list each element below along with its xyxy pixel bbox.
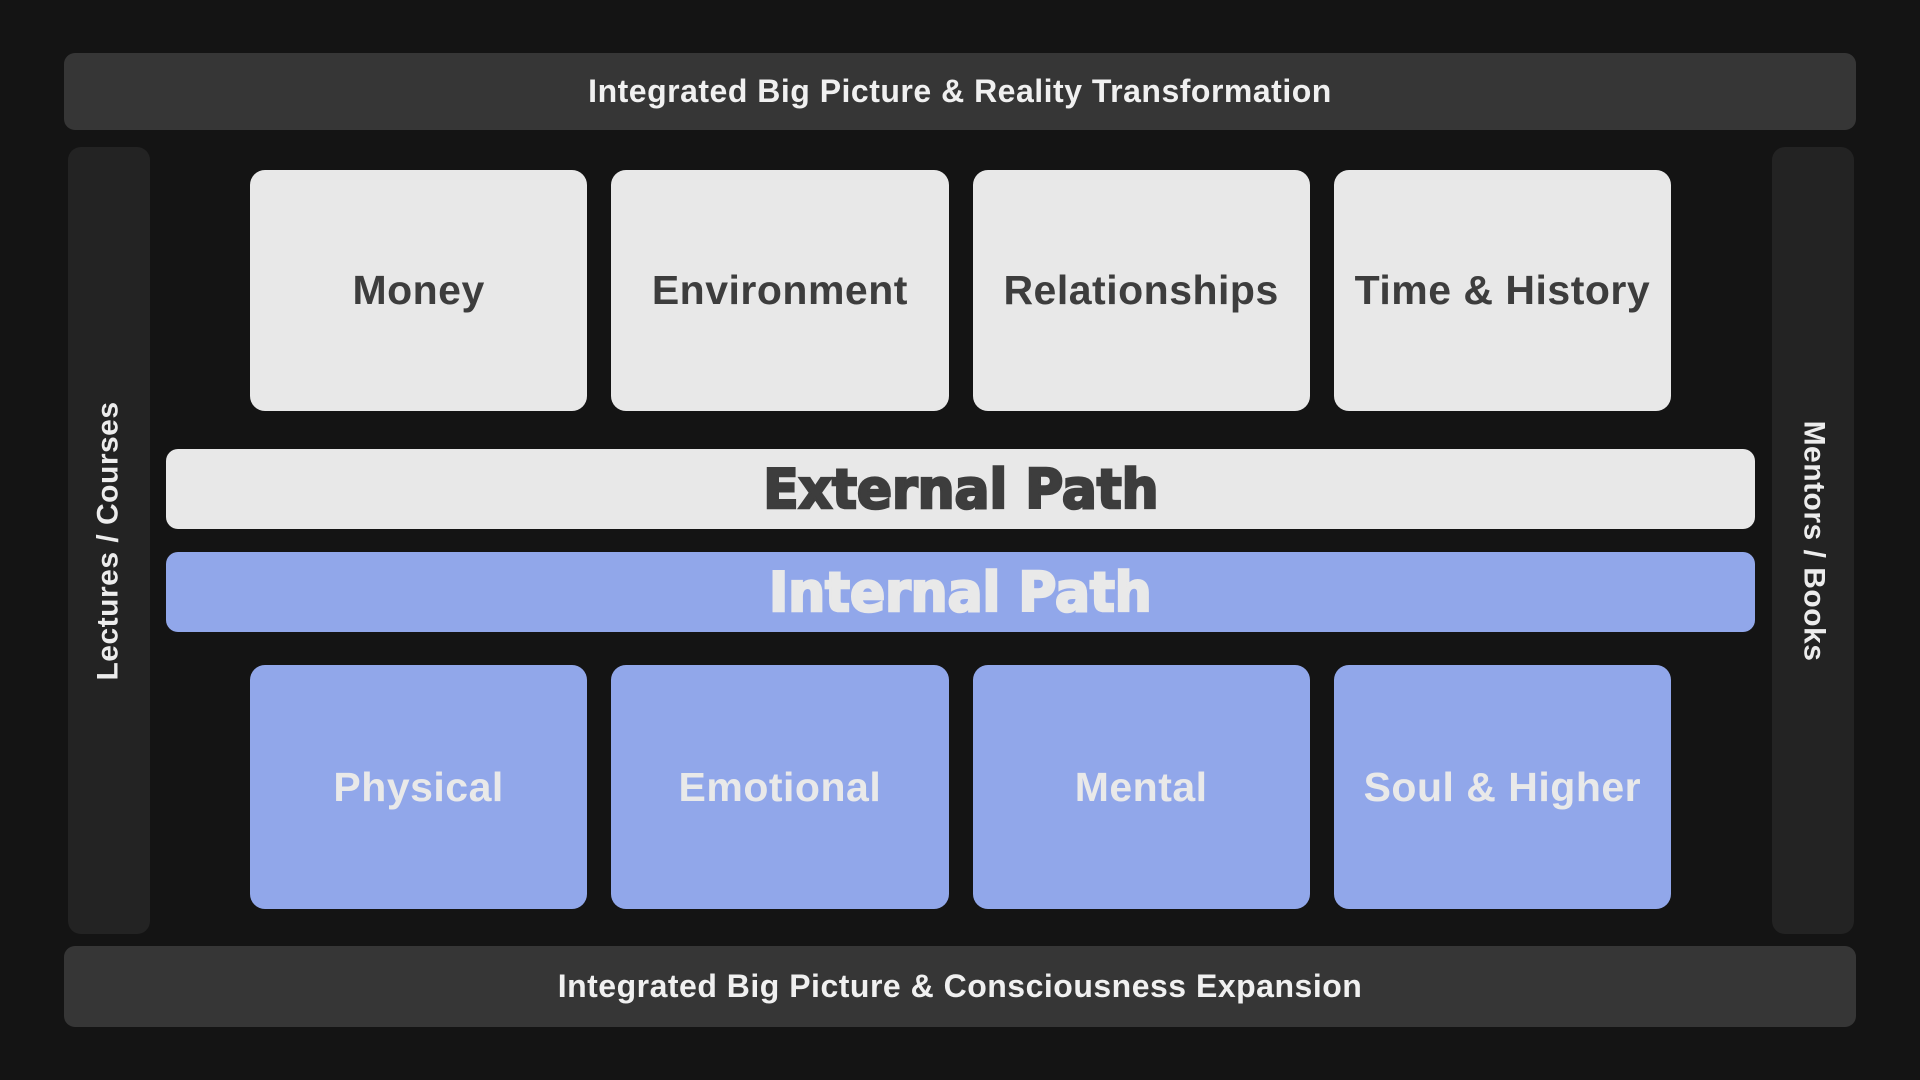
- card-relationships-label: Relationships: [1003, 267, 1279, 313]
- internal-path-label: Internal Path: [768, 559, 1153, 625]
- card-money-label: Money: [352, 267, 485, 313]
- internal-path-bar: Internal Path: [166, 552, 1755, 632]
- card-environment: Environment: [611, 170, 949, 411]
- card-soul-higher: Soul & Higher: [1333, 665, 1671, 909]
- external-path-bar: External Path: [166, 449, 1755, 529]
- card-emotional-label: Emotional: [678, 763, 882, 810]
- left-rail-lectures-courses: Lectures / Courses: [68, 147, 150, 934]
- card-money: Money: [250, 170, 588, 411]
- card-physical: Physical: [250, 665, 588, 909]
- bottom-banner-label: Integrated Big Picture & Consciousness E…: [557, 968, 1363, 1004]
- card-time-history-label: Time & History: [1354, 267, 1651, 313]
- card-soul-higher-label: Soul & Higher: [1363, 763, 1642, 810]
- top-banner: Integrated Big Picture & Reality Transfo…: [64, 53, 1856, 130]
- card-time-history: Time & History: [1333, 170, 1671, 411]
- right-rail-label: Mentors / Books: [1797, 420, 1830, 661]
- left-rail-label: Lectures / Courses: [92, 400, 126, 681]
- top-banner-label: Integrated Big Picture & Reality Transfo…: [588, 73, 1332, 109]
- card-mental: Mental: [972, 665, 1310, 909]
- right-rail-mentors-books: Mentors / Books: [1772, 147, 1854, 934]
- external-path-label: External Path: [762, 456, 1160, 522]
- bottom-banner: Integrated Big Picture & Consciousness E…: [64, 946, 1856, 1027]
- card-environment-label: Environment: [651, 267, 908, 313]
- card-emotional: Emotional: [611, 665, 949, 909]
- card-physical-label: Physical: [333, 763, 504, 810]
- external-cards-row: Money Environment Relationships Time & H…: [250, 170, 1671, 411]
- card-mental-label: Mental: [1074, 763, 1208, 810]
- card-relationships: Relationships: [972, 170, 1310, 411]
- internal-cards-row: Physical Emotional Mental Soul & Higher: [250, 665, 1671, 909]
